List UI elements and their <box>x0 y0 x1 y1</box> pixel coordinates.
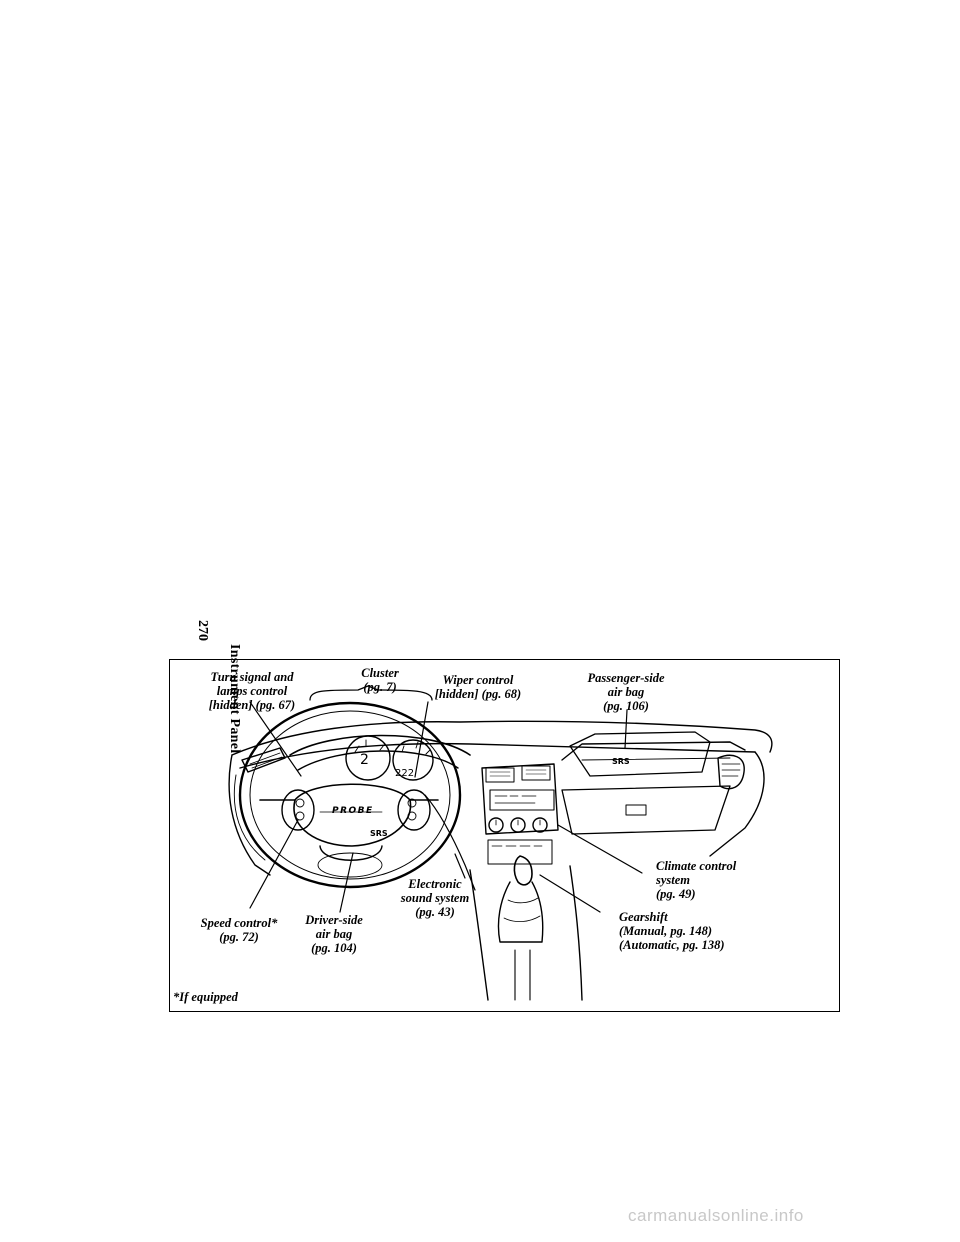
label-gearshift: Gearshift (Manual, pg. 148) (Automatic, … <box>619 910 779 952</box>
svg-text:2: 2 <box>360 752 369 768</box>
label-speed-control: Speed control* (pg. 72) <box>196 916 282 944</box>
label-climate-control: Climate control system (pg. 49) <box>656 859 776 901</box>
page-number: 270 <box>194 620 210 641</box>
footnote-if-equipped: *If equipped <box>173 990 273 1004</box>
label-sound-system: Electronic sound system (pg. 43) <box>386 877 484 919</box>
brand-wordmark: PROBE <box>332 806 374 816</box>
label-wiper-control: Wiper control [hidden] (pg. 68) <box>428 673 528 701</box>
dashboard-illustration: 2 222 <box>170 660 841 1013</box>
svg-text:222: 222 <box>395 768 414 779</box>
label-passenger-airbag: Passenger-side air bag (pg. 106) <box>570 671 682 713</box>
instrument-panel-figure: 2 222 <box>169 659 840 1012</box>
watermark: carmanualsonline.info <box>628 1206 804 1226</box>
label-turn-signal: Turn signal and lamps control [hidden] (… <box>198 670 306 712</box>
label-driver-airbag: Driver-side air bag (pg. 104) <box>295 913 373 955</box>
srs-driver-marking: SRS <box>370 829 388 838</box>
srs-passenger-marking: SRS <box>612 757 630 766</box>
label-cluster: Cluster (pg. 7) <box>350 666 410 694</box>
